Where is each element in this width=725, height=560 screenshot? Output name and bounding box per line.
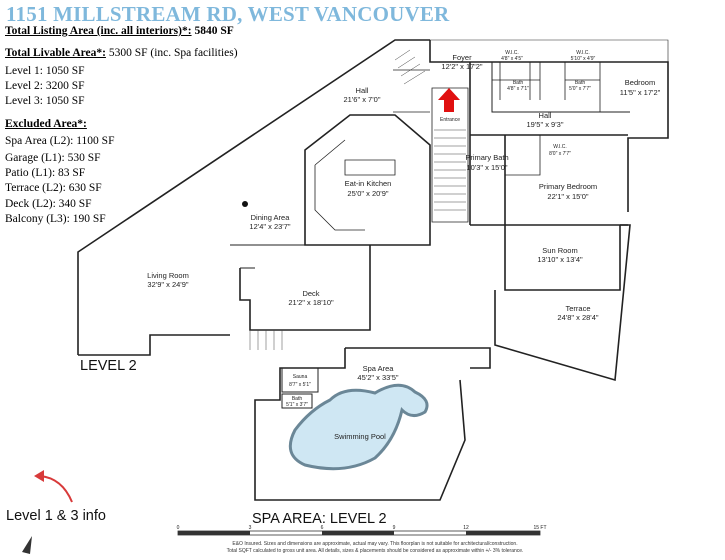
spa-dim: 45'2" x 33'5" <box>357 373 398 382</box>
scale-tick-9: 9 <box>393 525 396 531</box>
disclaimer-line-2: Total SQFT calculated to gross unit area… <box>226 547 524 554</box>
excluded-garage: Garage (L1): 530 SF <box>5 152 101 164</box>
swimming-pool-shape <box>288 383 429 471</box>
hall1-dim: 21'6" x 7'0" <box>344 95 381 104</box>
scale-tick-6: 6 <box>321 525 324 531</box>
hall2-name: Hall <box>539 111 552 120</box>
sunroom-name: Sun Room <box>542 246 577 255</box>
wic2-name: W.I.C. <box>576 50 590 56</box>
wic3-name: W.I.C. <box>553 144 567 150</box>
hall1-name: Hall <box>356 86 369 95</box>
excluded-area-heading: Excluded Area*: <box>5 118 87 130</box>
wic3-dim: 8'0" x 7'7" <box>549 151 571 157</box>
scale-tick-3: 3 <box>249 525 252 531</box>
primary-bedroom-name: Primary Bedroom <box>539 182 597 191</box>
red-up-arrow-icon <box>438 88 460 112</box>
living-room-name: Living Room <box>147 271 189 280</box>
north-compass-icon <box>22 536 32 554</box>
sauna-dim: 8'7" x 5'1" <box>289 382 311 388</box>
kitchen-dim: 25'0" x 20'9" <box>347 189 388 198</box>
dining-name: Dining Area <box>251 213 291 222</box>
disclaimer: E&O Insured. Sizes and dimensions are ap… <box>150 541 600 554</box>
bath-small1-dim: 4'8" x 7'1" <box>507 86 529 92</box>
foyer-dim: 12'2" x 17'2" <box>441 62 482 71</box>
pool-name: Swimming Pool <box>334 432 386 441</box>
level-1-3-info-label[interactable]: Level 1 & 3 info <box>6 508 106 524</box>
wic2-dim: 5'10" x 4'9" <box>571 56 596 62</box>
primary-bath-dim: 10'3" x 15'0" <box>466 163 507 172</box>
excluded-spa: Spa Area (L2): 1100 SF <box>5 135 115 147</box>
excluded-balcony: Balcony (L3): 190 SF <box>5 213 106 225</box>
total-livable-area: Total Livable Area*: 5300 SF (inc. Spa f… <box>5 47 238 59</box>
kitchen-name: Eat-in Kitchen <box>345 179 392 188</box>
excluded-terrace: Terrace (L2): 630 SF <box>5 182 102 194</box>
hall2-dim: 19'5" x 9'3" <box>527 120 564 129</box>
scale-tick-0: 0 <box>177 525 180 531</box>
bath-small1-name: Bath <box>513 80 524 86</box>
spa-area-level-label: SPA AREA: LEVEL 2 <box>252 511 387 527</box>
scale-bar: 0 3 6 9 12 15 FT <box>177 525 547 536</box>
disclaimer-line-1: E&O Insured. Sizes and dimensions are ap… <box>232 541 518 547</box>
dining-dim: 12'4" x 23'7" <box>249 222 290 231</box>
foyer-name: Foyer <box>452 53 472 62</box>
bath-small2-name: Bath <box>575 80 586 86</box>
deck-name: Deck <box>302 289 319 298</box>
level-2-label: LEVEL 2 <box>80 358 137 374</box>
deck-dim: 21'2" x 18'10" <box>288 298 334 307</box>
curved-back-arrow-icon <box>34 470 73 503</box>
property-address-title: 1151 MILLSTREAM RD, WEST VANCOUVER <box>6 2 450 26</box>
level-1-area: Level 1: 1050 SF <box>5 65 85 77</box>
wic1-dim: 4'8" x 4'5" <box>501 56 523 62</box>
primary-bedroom-dim: 22'1" x 15'0" <box>547 192 588 201</box>
living-room-dim: 32'9" x 24'9" <box>147 280 188 289</box>
entrance-label: Entrance <box>440 117 460 123</box>
spa-name: Spa Area <box>363 364 395 373</box>
level-3-area: Level 3: 1050 SF <box>5 95 85 107</box>
excluded-patio: Patio (L1): 83 SF <box>5 167 86 179</box>
total-listing-area: Total Listing Area (inc. all interiors)*… <box>5 25 234 37</box>
marker-dot <box>242 201 248 207</box>
excluded-deck: Deck (L2): 340 SF <box>5 198 92 210</box>
terrace-dim: 24'8" x 28'4" <box>557 313 598 322</box>
spa-bath-dim: 5'1" x 3'7" <box>286 402 308 408</box>
bedroom-dim: 11'5" x 17'2" <box>620 88 661 97</box>
primary-bath-name: Primary Bath <box>465 153 508 162</box>
bedroom-name: Bedroom <box>625 78 655 87</box>
sauna-name: Sauna <box>293 374 308 380</box>
bath-small2-dim: 5'0" x 7'7" <box>569 86 591 92</box>
level-2-area: Level 2: 3200 SF <box>5 80 85 92</box>
spa-bath-name: Bath <box>292 396 303 402</box>
wic1-name: W.I.C. <box>505 50 519 56</box>
sunroom-dim: 13'10" x 13'4" <box>537 255 583 264</box>
terrace-name: Terrace <box>565 304 590 313</box>
scale-tick-15: 15 FT <box>533 525 546 531</box>
scale-tick-12: 12 <box>463 525 469 531</box>
